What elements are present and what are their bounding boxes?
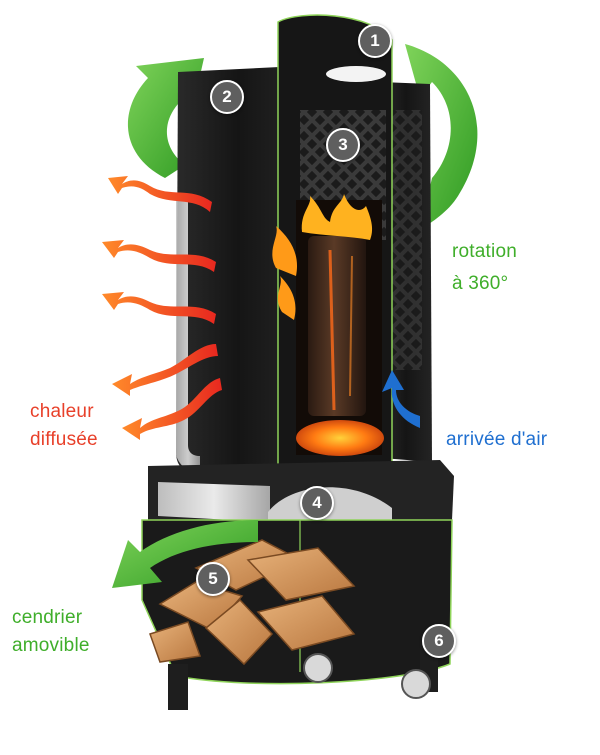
rear-shell: [176, 66, 300, 472]
air-inlet-label: arrivée d'air: [446, 429, 548, 450]
marker-6: 6: [422, 624, 456, 658]
embers: [296, 420, 384, 456]
marker-1: 1: [358, 24, 392, 58]
flames-side: [272, 226, 298, 320]
log-glow-2: [349, 255, 353, 397]
rear-shell-edge: [176, 196, 200, 472]
rotation-label-line1: rotation: [452, 241, 517, 262]
ash-label-line2: amovible: [12, 635, 90, 656]
heat-arrow-3: [102, 292, 216, 324]
right-shell-lattice: [392, 110, 422, 370]
heat-arrow-4: [112, 344, 218, 396]
heat-arrows: [102, 176, 222, 440]
heat-label-line2: diffusée: [30, 429, 98, 450]
chimney-top-opening: [326, 66, 386, 82]
marker-4: 4: [300, 486, 334, 520]
ash-drawer: [158, 482, 270, 522]
ash-label-line1: cendrier: [12, 607, 83, 628]
marker-5: 5: [196, 562, 230, 596]
leg-left: [168, 664, 188, 710]
log-glow: [328, 249, 336, 411]
marker-3: 3: [326, 128, 360, 162]
log: [308, 236, 366, 416]
marker-2: 2: [210, 80, 244, 114]
heat-arrow-2: [102, 240, 216, 272]
flames: [301, 194, 373, 240]
air-inlet-arrow: [382, 370, 420, 428]
heat-label-line1: chaleur: [30, 401, 94, 422]
caster-right: [401, 669, 431, 699]
heat-arrow-1: [108, 176, 212, 212]
ash-drawer-arrow: [112, 520, 258, 588]
rotation-label-line2: à 360°: [452, 273, 509, 294]
heat-arrow-5: [122, 378, 222, 440]
caster-left: [303, 653, 333, 683]
